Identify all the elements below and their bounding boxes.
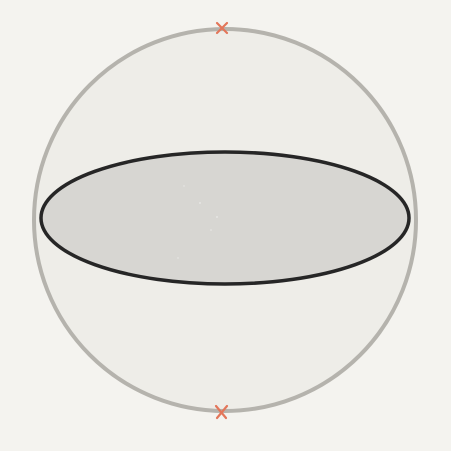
bottom-x-marker-icon: [214, 404, 229, 420]
disk-texture: [177, 185, 218, 259]
equator-ellipse: [39, 150, 411, 286]
top-x-marker-icon: [215, 21, 229, 35]
